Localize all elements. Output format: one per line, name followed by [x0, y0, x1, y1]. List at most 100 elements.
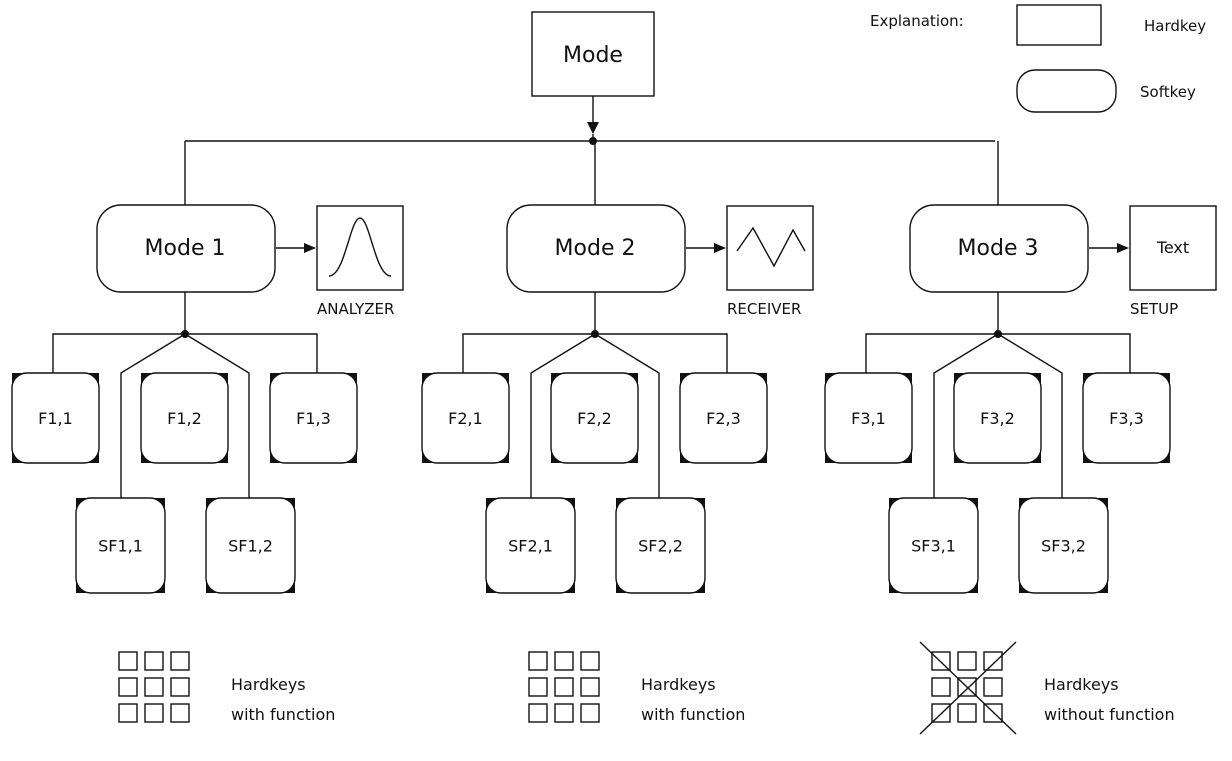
mode-softkey-outline [909, 204, 1089, 293]
softkey-outline [679, 372, 768, 464]
hardkey-square [144, 651, 164, 671]
mode-bus [185, 134, 995, 142]
softkey-f1-2[interactable]: F1,2 [140, 372, 229, 464]
hardkey-square [528, 651, 548, 671]
triangle-wave-icon [736, 226, 806, 268]
hardkey-square [931, 677, 951, 697]
softkey-f3-1-label: F3,1 [851, 409, 886, 428]
mode-2-softkey[interactable]: Mode 2 [506, 204, 686, 293]
softkey-f3-3[interactable]: F3,3 [1082, 372, 1171, 464]
legend-title: Explanation: [870, 12, 964, 30]
softkey-sf3-1[interactable]: SF3,1 [888, 497, 979, 594]
hardkey-grid-2 [528, 651, 600, 723]
subfunction-2-line [184, 333, 250, 498]
softkey-sf2-2[interactable]: SF2,2 [615, 497, 706, 594]
arrow-head [1117, 243, 1129, 253]
softkey-f2-1[interactable]: F2,1 [421, 372, 510, 464]
softkey-outline [1082, 372, 1171, 464]
softkey-f2-2-label: F2,2 [577, 409, 612, 428]
function-bus-line [52, 333, 318, 373]
mode-2-display [726, 205, 814, 291]
softkey-sf2-2-label: SF2,2 [638, 537, 683, 556]
mode-hardkey: Mode [531, 11, 655, 97]
softkey-f1-1[interactable]: F1,1 [11, 372, 100, 464]
softkey-outline [205, 497, 296, 594]
softkey-f3-1[interactable]: F3,1 [824, 372, 913, 464]
hardkey-square [957, 703, 977, 723]
softkey-f3-2-label: F3,2 [980, 409, 1015, 428]
mode-2-display-caption: RECEIVER [727, 300, 801, 318]
softkey-outline [269, 372, 358, 464]
softkey-outline [485, 497, 576, 594]
hardkey-square [170, 677, 190, 697]
softkey-outline [1018, 497, 1109, 594]
softkey-sf1-1-label: SF1,1 [98, 537, 143, 556]
hardkeys-caption-line1: Hardkeys [231, 675, 306, 694]
hardkeys-caption-line2: with function [231, 705, 335, 724]
legend-softkey-symbol [1016, 69, 1117, 113]
mode-1-label: Mode 1 [145, 236, 226, 261]
hardkey-square [580, 703, 600, 723]
legend-hardkey-symbol [1016, 4, 1102, 46]
function-bus-line [462, 333, 728, 373]
hardkey-square [528, 677, 548, 697]
legend-softkey-label: Softkey [1140, 83, 1196, 101]
softkey-f2-1-label: F2,1 [448, 409, 483, 428]
legend-hardkey-label: Hardkey [1144, 17, 1206, 35]
softkey-outline [550, 372, 639, 464]
softkey-sf3-1-label: SF3,1 [911, 537, 956, 556]
softkey-f1-3[interactable]: F1,3 [269, 372, 358, 464]
mode-1-display-caption: ANALYZER [317, 300, 394, 318]
hardkey-square [118, 703, 138, 723]
arrow-head [304, 243, 316, 253]
hardkey-square [170, 651, 190, 671]
mode-3-display-caption: SETUP [1130, 300, 1178, 318]
softkey-sf1-2-label: SF1,2 [228, 537, 273, 556]
softkey-f2-3[interactable]: F2,3 [679, 372, 768, 464]
softkey-sf1-1[interactable]: SF1,1 [75, 497, 166, 594]
softkey-sf1-2[interactable]: SF1,2 [205, 497, 296, 594]
softkey-sf2-1[interactable]: SF2,1 [485, 497, 576, 594]
mode-2-label: Mode 2 [555, 236, 636, 261]
hardkey-square [983, 651, 1003, 671]
softkey-f3-2[interactable]: F3,2 [953, 372, 1042, 464]
arrow-head [714, 243, 726, 253]
softkey-outline [824, 372, 913, 464]
subfunction-2-line [594, 333, 660, 498]
display-text: Text [1156, 238, 1189, 257]
softkey-outline [421, 372, 510, 464]
softkey-outline [140, 372, 229, 464]
hardkey-square [118, 677, 138, 697]
display-frame [1129, 205, 1217, 291]
subfunction-1-line [933, 333, 999, 498]
hardkey-square [118, 651, 138, 671]
softkey-sf3-2[interactable]: SF3,2 [1018, 497, 1109, 594]
softkey-outline [888, 497, 979, 594]
mode-1-softkey[interactable]: Mode 1 [96, 204, 276, 293]
softkey-outline [75, 497, 166, 594]
legend: Explanation: Hardkey Softkey [870, 4, 1206, 113]
hardkey-square [554, 703, 574, 723]
hardkeys-caption-line2: without function [1044, 705, 1175, 724]
hardkey-square [983, 677, 1003, 697]
softkey-f1-1-label: F1,1 [38, 409, 73, 428]
hardkey-square [580, 677, 600, 697]
softkey-f2-2[interactable]: F2,2 [550, 372, 639, 464]
subfunction-2-line [997, 333, 1063, 498]
display-frame [726, 205, 814, 291]
hardkey-square [580, 651, 600, 671]
mode-softkey-outline [96, 204, 276, 293]
peak-trace-icon [328, 217, 392, 277]
mode-3-display: Text [1129, 205, 1217, 291]
hardkey-cross-line [919, 641, 1017, 735]
mode-3-softkey[interactable]: Mode 3 [909, 204, 1089, 293]
mode-hardkey-label: Mode [563, 43, 623, 68]
hardkey-square [144, 677, 164, 697]
softkey-outline [11, 372, 100, 464]
mode-arrow [587, 96, 599, 134]
hardkey-square [528, 703, 548, 723]
hardkey-square [554, 651, 574, 671]
softkey-sf3-2-label: SF3,2 [1041, 537, 1086, 556]
